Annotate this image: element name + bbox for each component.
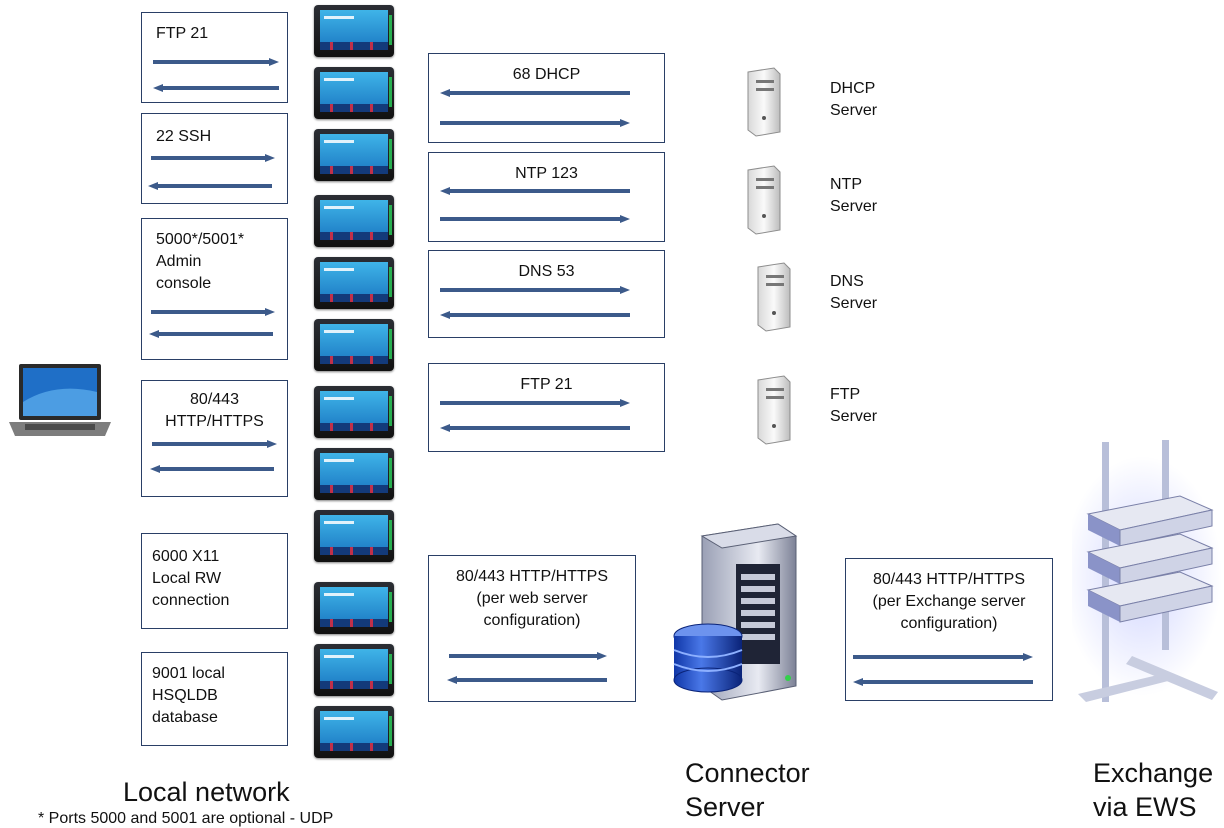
room-panel-device xyxy=(314,129,394,181)
dhcp-port-box: 68 DHCP xyxy=(428,53,665,143)
admin-console-port-box: 5000*/5001* Admin console xyxy=(141,218,288,360)
room-panel-device xyxy=(314,319,394,371)
connector-server-label: Connector Server xyxy=(685,758,810,822)
ntp-server-label: NTP Server xyxy=(830,176,878,215)
hsqldb-port-label: 9001 local HSQLDB database xyxy=(152,665,225,726)
arrow-left xyxy=(440,424,630,432)
arrow-right xyxy=(440,119,630,127)
arrow-right xyxy=(152,440,277,448)
arrow-right xyxy=(440,399,630,407)
arrow-right xyxy=(449,652,607,660)
arrow-right xyxy=(151,154,275,162)
arrow-left xyxy=(150,465,274,473)
arrow-left xyxy=(447,676,607,684)
room-panel-device xyxy=(314,706,394,758)
web-port-box: 80/443 HTTP/HTTPS (per web server config… xyxy=(428,555,636,702)
arrow-right xyxy=(153,58,279,66)
room-panel-device xyxy=(314,5,394,57)
exchange-server-rack-icon xyxy=(1072,440,1222,702)
room-panel-device xyxy=(314,257,394,309)
ftp-server-port-label: FTP 21 xyxy=(520,376,573,393)
arrow-right xyxy=(151,308,275,316)
ftp-port-label: FTP 21 xyxy=(156,25,209,42)
ftp-server-icon xyxy=(757,375,791,445)
dns-port-label: DNS 53 xyxy=(518,263,575,280)
arrow-left xyxy=(153,84,279,92)
dhcp-server-icon xyxy=(747,67,781,137)
arrow-left xyxy=(148,182,272,190)
exchange-port-label: 80/443 HTTP/HTTPS (per Exchange server c… xyxy=(872,571,1026,632)
ntp-port-box: NTP 123 xyxy=(428,152,665,242)
arrow-left xyxy=(440,89,630,97)
laptop-icon xyxy=(9,364,111,436)
arrow-left xyxy=(149,330,273,338)
ftp-server-port-box: FTP 21 xyxy=(428,363,665,452)
ntp-server-icon xyxy=(747,165,781,235)
connector-server-icon xyxy=(673,523,798,701)
hsqldb-port-box: 9001 local HSQLDB database xyxy=(141,652,288,746)
dns-port-box: DNS 53 xyxy=(428,250,665,338)
exchange-label: Exchange via EWS xyxy=(1093,758,1214,822)
room-panel-device xyxy=(314,386,394,438)
arrow-left xyxy=(853,678,1033,686)
room-panel-device xyxy=(314,195,394,247)
dhcp-port-label: 68 DHCP xyxy=(512,66,581,83)
http-port-box: 80/443 HTTP/HTTPS xyxy=(141,380,288,497)
local-network-label: Local network xyxy=(123,777,290,807)
room-panel-device xyxy=(314,644,394,696)
room-panel-device xyxy=(314,510,394,562)
room-panel-device xyxy=(314,448,394,500)
ntp-port-label: NTP 123 xyxy=(515,165,578,182)
dns-server-icon xyxy=(757,262,791,332)
arrow-left xyxy=(440,311,630,319)
dhcp-server-label: DHCP Server xyxy=(830,80,878,119)
web-port-label: 80/443 HTTP/HTTPS (per web server config… xyxy=(455,568,609,629)
dns-server-label: DNS Server xyxy=(830,273,878,312)
arrow-right xyxy=(440,286,630,294)
arrow-right xyxy=(853,653,1033,661)
room-panel-device xyxy=(314,582,394,634)
footnote: * Ports 5000 and 5001 are optional - UDP xyxy=(38,810,334,827)
arrow-left xyxy=(440,187,630,195)
x11-port-box: 6000 X11 Local RW connection xyxy=(141,533,288,629)
x11-port-label: 6000 X11 Local RW connection xyxy=(152,548,230,609)
admin-console-port-label: 5000*/5001* Admin console xyxy=(156,231,245,292)
arrow-right xyxy=(440,215,630,223)
exchange-port-box: 80/443 HTTP/HTTPS (per Exchange server c… xyxy=(845,558,1053,701)
room-panel-device xyxy=(314,67,394,119)
ssh-port-label: 22 SSH xyxy=(156,128,212,145)
http-port-label: 80/443 HTTP/HTTPS xyxy=(165,391,264,430)
ftp-server-label: FTP Server xyxy=(830,386,878,425)
